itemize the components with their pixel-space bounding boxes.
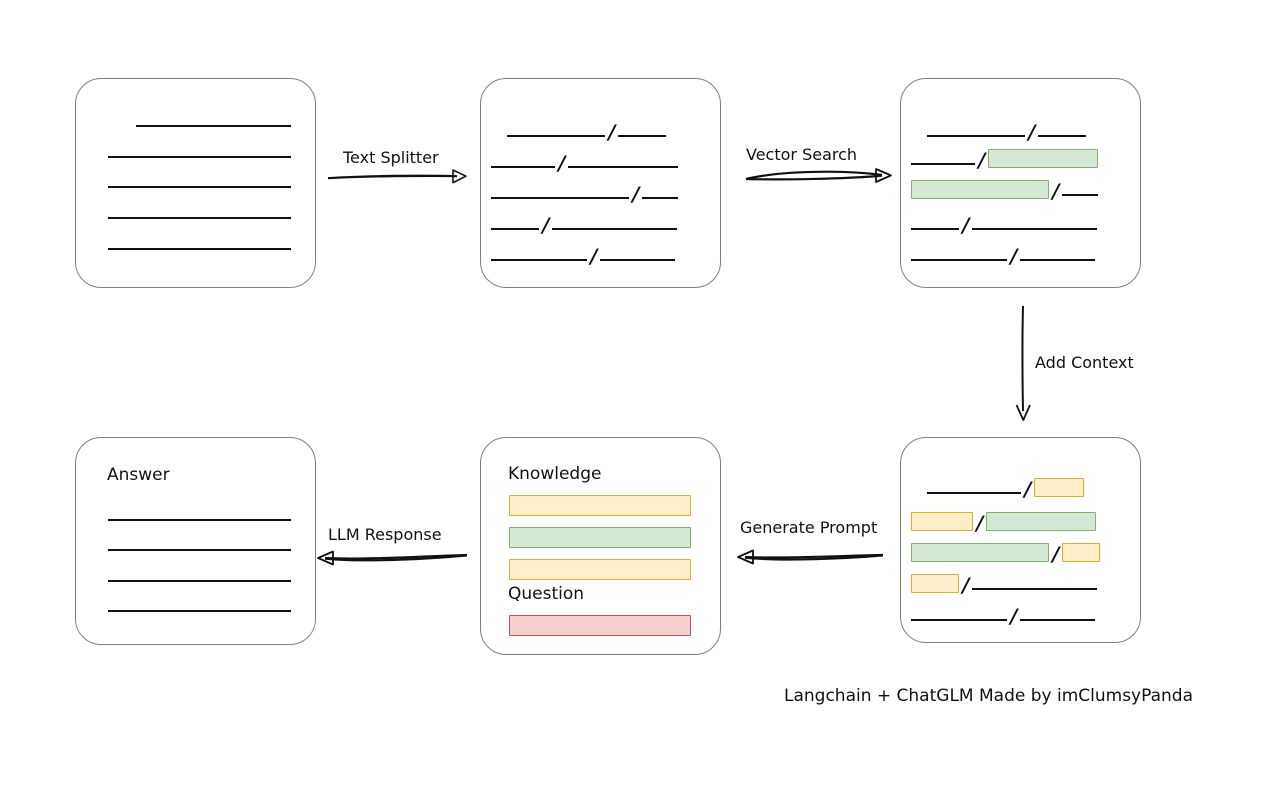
matched-row-2: /: [901, 143, 1140, 172]
answer-line-3: [108, 580, 291, 582]
split-document-card[interactable]: / / / / /: [480, 78, 721, 288]
context-row-4: /: [901, 568, 1140, 597]
context-row-3: /: [901, 537, 1140, 566]
text-segment: [927, 120, 1025, 137]
prompt-chunk-highlight: [911, 512, 973, 531]
prompt-chunk-highlight: [911, 574, 959, 593]
edge-label-generate-prompt: Generate Prompt: [740, 518, 878, 537]
edge-arrow-add-context: [1015, 305, 1031, 421]
segment-divider: /: [1052, 179, 1060, 203]
knowledge-bar-3: [509, 559, 691, 580]
text-segment: [972, 213, 1098, 230]
split-row-2: /: [481, 146, 720, 175]
source-line-2: [108, 156, 291, 158]
matched-row-5: /: [901, 239, 1140, 268]
answer-line-2: [108, 549, 291, 551]
answer-card[interactable]: Answer: [75, 437, 316, 645]
text-segment: [618, 120, 667, 137]
split-row-1: /: [481, 115, 720, 144]
text-segment: [552, 213, 678, 230]
edge-label-text-splitter: Text Splitter: [343, 148, 439, 167]
text-segment: [1062, 179, 1099, 196]
text-segment: [911, 244, 1007, 261]
context-row-5: /: [901, 599, 1140, 628]
split-row-4: /: [481, 208, 720, 237]
prompt-chunk-highlight: [1062, 543, 1101, 562]
edge-label-add-context: Add Context: [1035, 353, 1134, 372]
segment-divider: /: [978, 148, 986, 172]
matched-chunk-highlight: [911, 543, 1049, 562]
split-row-3: /: [481, 177, 720, 206]
segment-divider: /: [1028, 120, 1036, 144]
prompt-chunk-highlight: [1034, 478, 1085, 497]
segment-divider: /: [1024, 477, 1032, 501]
segment-divider: /: [558, 151, 566, 175]
knowledge-bar-1: [509, 495, 691, 516]
context-row-1: /: [901, 472, 1140, 501]
matched-chunk-highlight: [911, 180, 1049, 199]
matched-chunk-highlight: [988, 149, 1099, 168]
source-line-1: [136, 125, 291, 127]
edge-label-llm-response: LLM Response: [328, 525, 442, 544]
segment-divider: /: [962, 213, 970, 237]
text-segment: [1020, 244, 1096, 261]
source-document-card[interactable]: [75, 78, 316, 288]
text-segment: [507, 120, 605, 137]
edge-arrow-text-splitter: [327, 169, 467, 184]
segment-divider: /: [976, 511, 984, 535]
text-segment: [1020, 604, 1096, 621]
prompt-card[interactable]: Knowledge Question: [480, 437, 721, 655]
source-line-5: [108, 248, 291, 250]
diagram-caption: Langchain + ChatGLM Made by imClumsyPand…: [784, 686, 1193, 706]
segment-divider: /: [1052, 542, 1060, 566]
text-segment: [972, 573, 1098, 590]
source-line-3: [108, 186, 291, 188]
segment-divider: /: [632, 182, 640, 206]
knowledge-label: Knowledge: [508, 464, 602, 484]
edge-arrow-vector-search: [745, 168, 892, 183]
context-document-card[interactable]: / / / / /: [900, 437, 1141, 643]
matched-chunk-highlight: [986, 512, 1097, 531]
text-segment: [491, 213, 539, 230]
answer-line-4: [108, 610, 291, 612]
text-segment: [911, 213, 959, 230]
split-row-5: /: [481, 239, 720, 268]
edge-label-vector-search: Vector Search: [746, 145, 858, 164]
answer-line-1: [108, 519, 291, 521]
question-bar: [509, 615, 691, 636]
text-segment: [491, 151, 555, 168]
text-segment: [927, 477, 1021, 494]
text-segment: [1038, 120, 1087, 137]
text-segment: [491, 244, 587, 261]
text-segment: [491, 182, 629, 199]
answer-label: Answer: [107, 465, 170, 485]
question-label: Question: [508, 584, 585, 604]
matched-row-3: /: [901, 174, 1140, 203]
segment-divider: /: [590, 244, 598, 268]
edge-arrow-llm-response: [317, 550, 468, 566]
knowledge-bar-2: [509, 527, 691, 548]
text-segment: [911, 604, 1007, 621]
matched-document-card[interactable]: / / / / /: [900, 78, 1141, 288]
matched-row-1: /: [901, 115, 1140, 144]
matched-row-4: /: [901, 208, 1140, 237]
text-segment: [568, 151, 679, 168]
text-segment: [600, 244, 676, 261]
text-segment: [642, 182, 679, 199]
segment-divider: /: [608, 120, 616, 144]
edge-arrow-generate-prompt: [737, 549, 884, 565]
segment-divider: /: [962, 573, 970, 597]
segment-divider: /: [1010, 604, 1018, 628]
segment-divider: /: [1010, 244, 1018, 268]
text-segment: [911, 148, 975, 165]
context-row-2: /: [901, 506, 1140, 535]
segment-divider: /: [542, 213, 550, 237]
source-line-4: [108, 217, 291, 219]
